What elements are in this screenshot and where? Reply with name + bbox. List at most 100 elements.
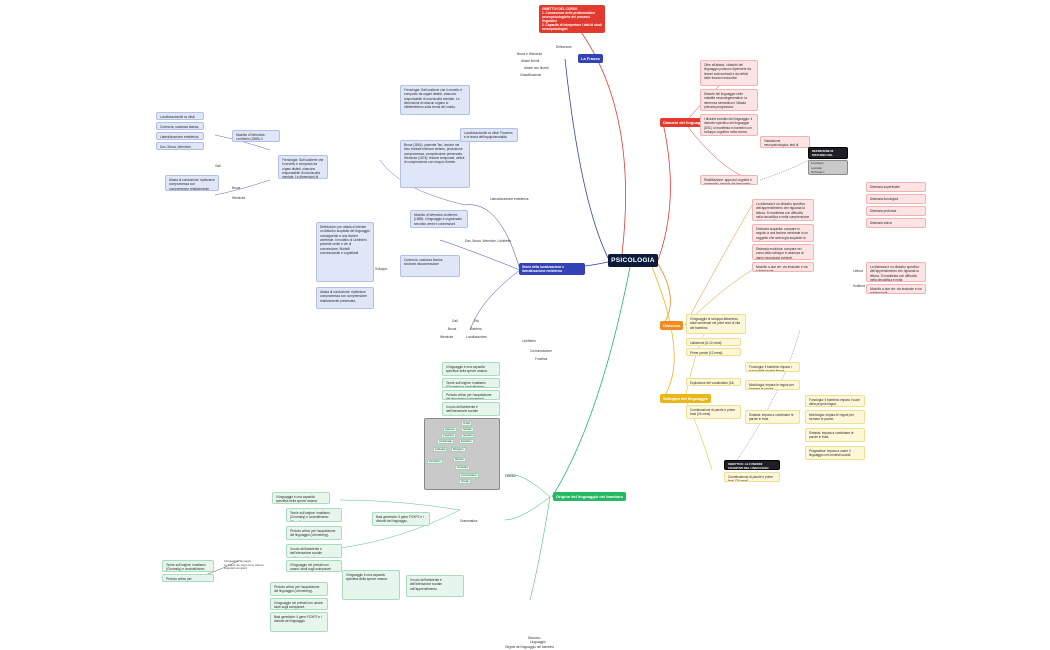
origine-leaf-2[interactable]: Lessico — [505, 474, 516, 478]
storia-mini-3[interactable]: Localizzazione — [466, 335, 487, 339]
left-cluster-label-1[interactable]: Gall — [215, 164, 221, 168]
sviluppo-right-2[interactable]: Sintassi: impara a combinare le parole i… — [805, 428, 865, 442]
disturbi-box-1[interactable]: Disturbi del linguaggio nelle malattie n… — [700, 89, 758, 111]
origine-leaf-0[interactable]: Comunicazione — [530, 349, 552, 353]
branch-disturbi[interactable]: Disturbi del linguaggio — [660, 118, 710, 127]
left-cluster-box-4[interactable]: Dax, Broca, Wernicke, Lichtheim — [156, 142, 204, 150]
storia-box-top[interactable]: Frenologia: Gall sostiene che il cervell… — [400, 85, 470, 115]
storia-box-long[interactable]: Broca (1861): paziente Tan, lesione nel … — [400, 140, 470, 188]
storia-sub[interactable]: Lateralizzazione emisferica — [490, 197, 529, 201]
origine-box-0[interactable]: Il linguaggio è una capacità specifica d… — [442, 362, 500, 376]
storia-mini-0[interactable]: Sviluppo — [375, 267, 388, 271]
branch-storia[interactable]: Storia della localizzazione e lateralizz… — [519, 263, 585, 275]
origine-left-5[interactable]: Basi genetiche: il gene FOXP2 e i distur… — [372, 512, 430, 526]
storia-bottom-2[interactable]: Wernicke — [440, 335, 454, 339]
sviluppo-right-3[interactable]: Pragmatica: impara a usare il linguaggio… — [805, 446, 865, 460]
origine-left-1[interactable]: Teorie sull'origine: innatismo (Chomsky)… — [286, 508, 342, 522]
origine-bottom-tag-0[interactable]: Linguaggio — [530, 640, 546, 644]
storia-mini-2[interactable]: Sistema — [470, 327, 482, 331]
sviluppo-mid-2[interactable]: Sintassi: impara a combinare le parole i… — [745, 410, 800, 424]
origine-left-0[interactable]: Il linguaggio è una capacità specifica d… — [272, 492, 330, 504]
left-cluster-box-2[interactable]: Corteccia, sostanza bianca, sindromi dis… — [156, 122, 204, 130]
origine-box-2[interactable]: Periodo critico per l'acquisizione del l… — [442, 390, 500, 400]
origine-left-4[interactable]: Il linguaggio nei primati non umani: stu… — [286, 560, 342, 572]
origine-leaf-4[interactable]: Discorso — [528, 636, 541, 640]
dislessia-box-0[interactable]: Dislessia acquisita: compare in seguito … — [752, 224, 814, 242]
left-cluster-box-5[interactable]: Modello di Wernicke-Lichtheim (1885): il… — [232, 130, 280, 142]
left-cluster-box-3[interactable]: Lateralizzazione emisferica — [156, 132, 204, 140]
origine-far-left-0[interactable]: Teorie sull'origine: innatismo (Chomsky)… — [162, 560, 214, 572]
fraseo-label-1[interactable]: Broca e Wernicke — [517, 52, 543, 56]
sviluppo-box-2[interactable]: Esplosione del vocabolario (18-24 mesi). — [686, 378, 741, 386]
storia-box-small[interactable]: Modello di Wernicke-Lichtheim (1885): il… — [410, 210, 468, 228]
branch-origine[interactable]: Origine del linguaggio nel bambino — [553, 492, 626, 501]
disturbi-box-0[interactable]: Oltre all'afasia, i disturbi del linguag… — [700, 60, 758, 86]
left-cluster-label-3[interactable]: Wernicke — [232, 196, 246, 200]
fraseo-label-2[interactable]: Afasie fluenti — [521, 59, 540, 63]
storia-box-mid[interactable]: Localizzazionisti vs olisti: Flourens e … — [460, 128, 518, 142]
disturbi-box-2[interactable]: I disturbi evolutivi del linguaggio: il … — [700, 114, 758, 136]
dislessia-box-1[interactable]: Dislessia evolutiva: compare nel corso d… — [752, 244, 814, 260]
fraseo-label-3[interactable]: Afasie non fluenti — [524, 66, 549, 70]
left-cluster-box-1[interactable]: Localizzazionisti vs olisti: Flourens e … — [156, 112, 204, 120]
disturbi-dark[interactable]: DEFINIZIONE DI DISTURBO DEL LINGUAGGIO — [808, 147, 848, 159]
sviluppo-box-0[interactable]: Lallazione (6-10 mesi): produzione di si… — [686, 338, 741, 346]
origine-box-1[interactable]: Teorie sull'origine: innatismo (Chomsky)… — [442, 378, 500, 388]
sviluppo-mid-0[interactable]: Fonologia: il bambino impara i suoni del… — [745, 362, 800, 372]
sviluppo-bottom[interactable]: Combinazione di parole e prime frasi (24… — [724, 472, 780, 482]
origine-left-3[interactable]: Il ruolo dell'ambiente e dell'interazion… — [286, 544, 342, 558]
sviluppo-box-3[interactable]: Combinazione di parole e prime frasi (24… — [686, 405, 741, 419]
sviluppo-dark[interactable]: OBIETTIVO: LE FUNZIONI COGNITIVE DEL LIN… — [724, 460, 780, 470]
storia-box-leftcol[interactable]: Definizione: per afasia si intende un di… — [316, 222, 374, 282]
origine-bottom-left[interactable]: Il linguaggio dei segni Le lingue dei se… — [224, 559, 264, 571]
sviluppo-box-1[interactable]: Prime parole (12 mesi): comparsa del voc… — [686, 348, 741, 356]
origine-left-8[interactable]: Periodo critico per l'acquisizione del l… — [270, 582, 328, 596]
branch-fraseo[interactable]: La Frasea — [578, 54, 603, 63]
dislessia-intro[interactable]: La dislessia è un disturbo specifico del… — [752, 199, 814, 221]
disturbi-box-4[interactable]: Riabilitazione: approcci cognitivi e pra… — [700, 175, 758, 185]
origine-leaf-3[interactable]: Grammatica — [460, 519, 478, 523]
dislessia-right-3[interactable]: Dislessia visiva — [866, 218, 926, 228]
origine-box-3[interactable]: Il ruolo dell'ambiente e dell'interazion… — [442, 402, 500, 416]
origine-left-6[interactable]: Il linguaggio è una capacità specifica d… — [342, 570, 400, 600]
origine-tag-1: Appreso — [443, 427, 457, 433]
branch-sviluppo[interactable]: Sviluppo del linguaggio — [660, 394, 712, 403]
sviluppo-right-1[interactable]: Morfologia: impara le regole per formare… — [805, 410, 865, 424]
branch-intro[interactable]: OBIETTIVI DEL CORSO 1. Conoscenza delle … — [539, 5, 605, 33]
storia-dax[interactable]: Dax, Broca, Wernicke, Lichtheim — [465, 239, 512, 243]
origine-tag-0: Innato — [461, 421, 473, 427]
storia-bottom-0[interactable]: Gall — [452, 319, 458, 323]
sviluppo-mid-1[interactable]: Morfologia: impara le regole per formare… — [745, 380, 800, 390]
sviluppo-right-0[interactable]: Fonologia: il bambino impara i suoni del… — [805, 395, 865, 407]
left-cluster-box-7[interactable]: Afasia di conduzione: ripetizione compro… — [165, 175, 219, 191]
storia-bottom-1[interactable]: Broca — [448, 327, 457, 331]
fraseo-label-0[interactable]: Definizione — [556, 45, 572, 49]
storia-box-sx[interactable]: Corteccia, sostanza bianca, sindromi dis… — [400, 255, 460, 277]
origine-left-9[interactable]: Il linguaggio nei primati non umani: stu… — [270, 598, 328, 610]
dislessia-right-4[interactable]: La dislessia è un disturbo specifico del… — [866, 262, 926, 282]
dislessia-right-5[interactable]: Modello a due vie: via lessicale e via s… — [866, 284, 926, 294]
dislessia-box-2[interactable]: Modello a due vie: via lessicale e via s… — [752, 262, 814, 272]
branch-dislessia[interactable]: Dislessia — [660, 321, 684, 330]
storia-mini-1[interactable]: Età — [474, 319, 479, 323]
dislessia-right-2[interactable]: Dislessia profonda — [866, 206, 926, 216]
origine-bottom-tag-1[interactable]: Origine del linguaggio nel bambino — [505, 645, 555, 649]
storia-bottom-3[interactable]: Lichtheim — [522, 339, 536, 343]
central-topic[interactable]: PSICOLOGIA — [608, 254, 658, 267]
dislessia-right-1[interactable]: Dislessia fonologica — [866, 194, 926, 204]
left-cluster-label-2[interactable]: Broca — [232, 186, 241, 190]
dislessia-tag-1[interactable]: Scrittura — [853, 284, 865, 288]
origine-leaf-1[interactable]: Fonetica — [535, 357, 548, 361]
origine-far-left-1[interactable]: Periodo critico per l'acquisizione del l… — [162, 574, 214, 582]
disturbi-chip-1: Lessicale — [811, 167, 822, 170]
storia-box-leftcol2[interactable]: Afasia di conduzione: ripetizione compro… — [316, 287, 374, 309]
disturbi-box-3[interactable]: Valutazione neuropsicologica: test di de… — [760, 136, 810, 148]
origine-left-2[interactable]: Periodo critico per l'acquisizione del l… — [286, 526, 342, 540]
dislessia-right-0[interactable]: Dislessia superficiale — [866, 182, 926, 192]
origine-left-7[interactable]: Il ruolo dell'ambiente e dell'interazion… — [406, 575, 464, 597]
left-cluster-box-6[interactable]: Frenologia: Gall sostiene che il cervell… — [278, 155, 328, 179]
dislessia-tag-0[interactable]: Lettura — [853, 269, 863, 273]
sviluppo-header[interactable]: Il linguaggio si sviluppa attraverso sta… — [686, 314, 746, 334]
origine-left-10[interactable]: Basi genetiche: il gene FOXP2 e i distur… — [270, 612, 328, 632]
fraseo-label-4[interactable]: Classificazione — [520, 73, 542, 77]
